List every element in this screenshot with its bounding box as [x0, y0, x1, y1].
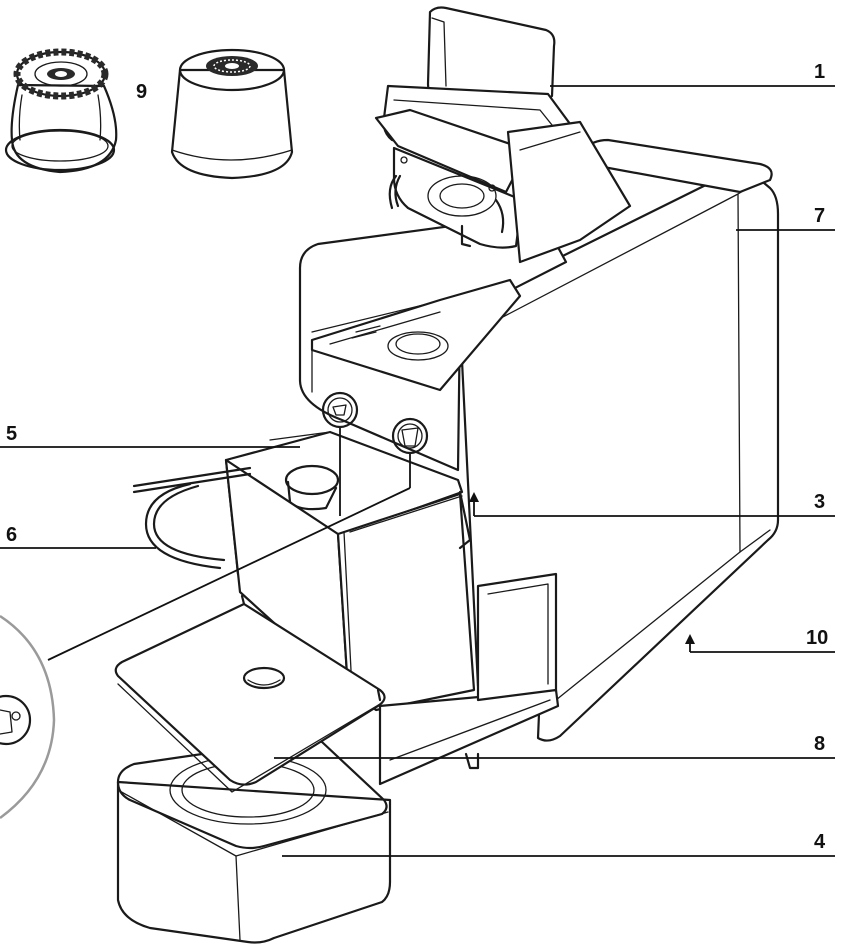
callout-3: 3: [814, 491, 825, 513]
cup-support: [114, 594, 386, 793]
callouts: 1 9 7 5 3 6 10 8 4: [6, 61, 828, 853]
callout-7: 7: [814, 205, 825, 227]
button-detail-icon: [0, 694, 32, 746]
callout-10: 10: [806, 627, 828, 649]
side-compartment: [458, 490, 558, 702]
front-door: [224, 430, 476, 712]
long-coffee-button-icon: [391, 417, 429, 455]
callout-8: 8: [814, 733, 825, 755]
capsule-espresso: [4, 48, 118, 174]
leader-magnifier: [47, 487, 411, 661]
callout-5: 5: [6, 423, 17, 445]
callout-4: 4: [814, 831, 826, 853]
single-shot-button-icon: [321, 391, 359, 429]
callout-1: 1: [814, 61, 825, 83]
upper-housing: [298, 212, 568, 472]
callout-9: 9: [136, 81, 147, 103]
brewing-head-lever: [374, 6, 632, 264]
lower-body: [378, 688, 560, 786]
drip-tray: [116, 738, 392, 944]
leader-lines: [0, 85, 835, 857]
detail-magnifier: [0, 614, 56, 820]
arrow-10-icon: [685, 634, 695, 644]
arrow-3-icon: [469, 492, 479, 502]
capsule-coffee: [170, 48, 294, 180]
callout-6: 6: [6, 524, 17, 546]
water-tube: [132, 466, 252, 570]
